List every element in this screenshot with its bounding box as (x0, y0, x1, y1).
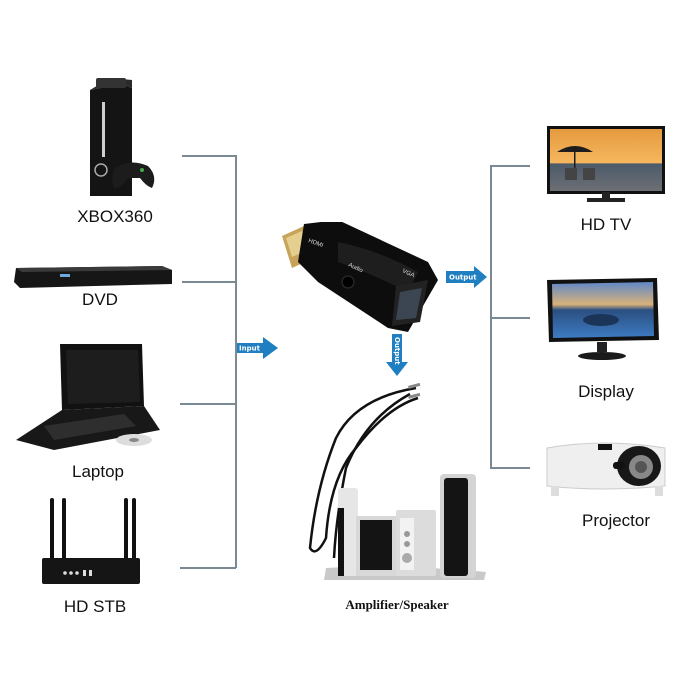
input-label-laptop: Laptop (72, 462, 124, 481)
output-right-arrow-icon: Output (446, 266, 487, 288)
speaker-label: Amplifier/Speaker (345, 597, 449, 612)
input-bracket-vertical (235, 155, 237, 568)
connector-line-xbox (182, 155, 236, 157)
output-down-arrow-icon: Output (386, 334, 408, 376)
hd-tv-icon (547, 126, 665, 202)
connector-line-stb (180, 567, 236, 569)
set-top-box-router-icon (42, 498, 140, 584)
input-arrow-icon: Input (237, 337, 278, 359)
connector-line-laptop (180, 403, 236, 405)
input-arrow-label: Input (239, 345, 261, 353)
input-label-hd-stb: HD STB (63, 597, 127, 616)
connector-line-display (490, 317, 530, 319)
hdmi-port-label: HDMI (307, 238, 324, 249)
output-bracket-vertical (490, 165, 492, 468)
projector-icon (546, 442, 666, 496)
laptop-icon (16, 344, 160, 450)
output-label-display: Display (578, 382, 634, 401)
connector-line-projector (490, 467, 530, 469)
hdmi-vga-adapter-icon: HDMI Audio VGA (282, 222, 438, 332)
connector-line-tv (490, 165, 530, 167)
vga-port-label: VGA (401, 268, 415, 279)
monitor-icon (547, 278, 659, 360)
output-label-hd-tv: HD TV (580, 215, 632, 234)
dvd-player-icon (14, 266, 172, 288)
xbox360-console-icon (90, 78, 155, 196)
input-label-dvd: DVD (82, 290, 118, 309)
output-down-arrow-label: Output (393, 337, 401, 365)
speaker-system-icon (308, 382, 486, 580)
output-label-projector: Projector (581, 511, 651, 530)
connector-line-dvd (182, 281, 236, 283)
output-right-arrow-label: Output (449, 274, 477, 282)
input-label-xbox360: XBOX360 (77, 207, 153, 226)
